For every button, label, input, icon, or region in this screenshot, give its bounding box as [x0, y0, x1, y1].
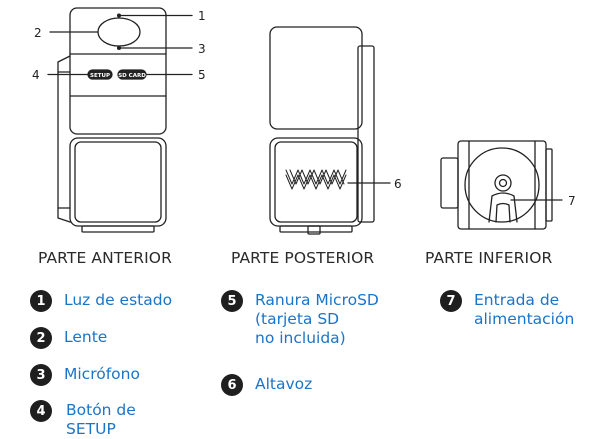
- legend-item-speaker: 6 Altavoz: [221, 374, 312, 396]
- legend-number: 5: [221, 290, 243, 312]
- legend-item-power-input: 7 Entrada de alimentación: [440, 290, 574, 329]
- callout-4: 4: [32, 68, 40, 82]
- legend-number: 1: [30, 290, 52, 312]
- legend-label: Entrada de alimentación: [474, 291, 575, 328]
- legend-number: 4: [30, 400, 52, 422]
- callout-2: 2: [34, 26, 42, 40]
- back-view-drawing: [269, 26, 391, 235]
- legend-item-setup-button: 4 Botón de SETUP: [30, 400, 136, 439]
- microphone-hole: [116, 45, 122, 51]
- legend-label: Ranura MicroSD (tarjeta SD no incluida): [255, 291, 379, 347]
- legend-label: Botón de SETUP: [66, 401, 136, 438]
- legend-label: Luz de estado: [64, 291, 173, 309]
- bottom-view-drawing: [440, 140, 563, 230]
- callout-1: 1: [198, 9, 206, 23]
- front-view-drawing: [47, 7, 193, 233]
- caption-front: PARTE ANTERIOR: [38, 249, 172, 267]
- legend-label: Micrófono: [64, 365, 140, 383]
- callout-7: 7: [568, 194, 576, 208]
- legend-item-status-light: 1 Luz de estado: [30, 290, 172, 312]
- legend-number: 7: [440, 290, 462, 312]
- status-light: [116, 13, 122, 18]
- sdcard-slot-label: SD CARD: [118, 73, 146, 79]
- speaker-grille: [285, 169, 347, 190]
- legend-item-microsd-slot: 5 Ranura MicroSD (tarjeta SD no incluida…: [221, 290, 379, 348]
- legend-label: Lente: [64, 328, 108, 346]
- callout-5: 5: [198, 68, 206, 82]
- legend-label: Altavoz: [255, 375, 313, 393]
- callout-3: 3: [198, 42, 206, 56]
- lens: [97, 17, 141, 47]
- callout-6: 6: [394, 177, 402, 191]
- caption-bottom: PARTE INFERIOR: [425, 249, 553, 267]
- legend-number: 6: [221, 374, 243, 396]
- legend-item-microphone: 3 Micrófono: [30, 364, 140, 386]
- legend-number: 2: [30, 327, 52, 349]
- setup-button-label: SETUP: [90, 73, 110, 79]
- legend-number: 3: [30, 364, 52, 386]
- camera-diagram: SETUP SD CARD 1 2 3 4 5 6 7: [32, 7, 576, 235]
- power-port: [488, 174, 518, 223]
- caption-back: PARTE POSTERIOR: [231, 249, 375, 267]
- legend-item-lens: 2 Lente: [30, 327, 107, 349]
